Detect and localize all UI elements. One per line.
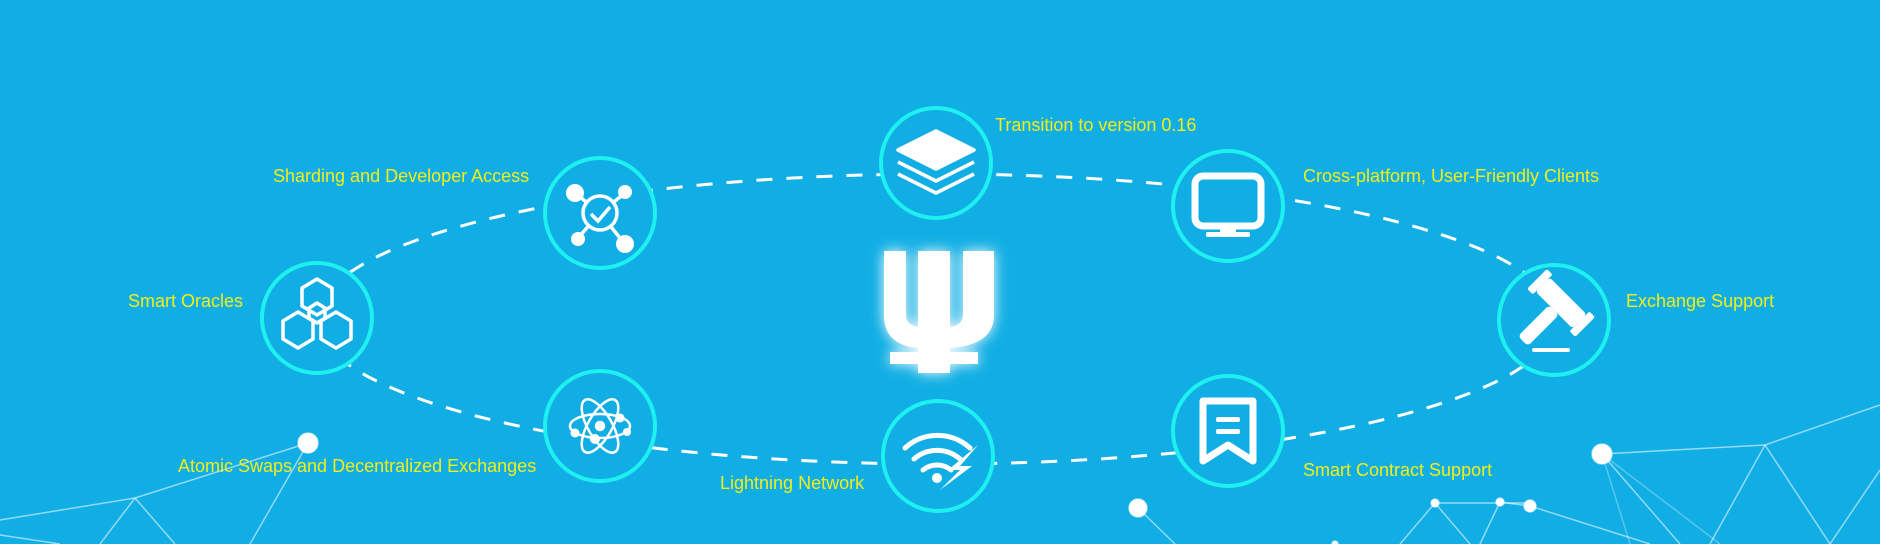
background-network [0,404,1880,544]
label-lightning: Lightning Network [720,473,865,493]
label-contract: Smart Contract Support [1303,460,1493,480]
network-check-icon [566,184,634,253]
label-oracles: Smart Oracles [128,291,244,311]
hexagons-icon [281,277,353,350]
layers-icon [896,129,976,195]
gavel-icon [1519,269,1595,352]
wifi-bolt-icon [902,432,978,490]
label-transition: Transition to version 0.16 [995,115,1197,135]
label-sharding: Sharding and Developer Access [273,166,530,186]
label-clients: Cross-platform, User-Friendly Clients [1303,166,1600,186]
logo-glyph [884,251,994,373]
label-atomic: Atomic Swaps and Decentralized Exchanges [178,456,537,476]
bookmark-document-icon [1199,397,1257,465]
atom-icon [568,398,632,454]
monitor-icon [1191,172,1265,237]
label-exchange: Exchange Support [1626,291,1775,311]
